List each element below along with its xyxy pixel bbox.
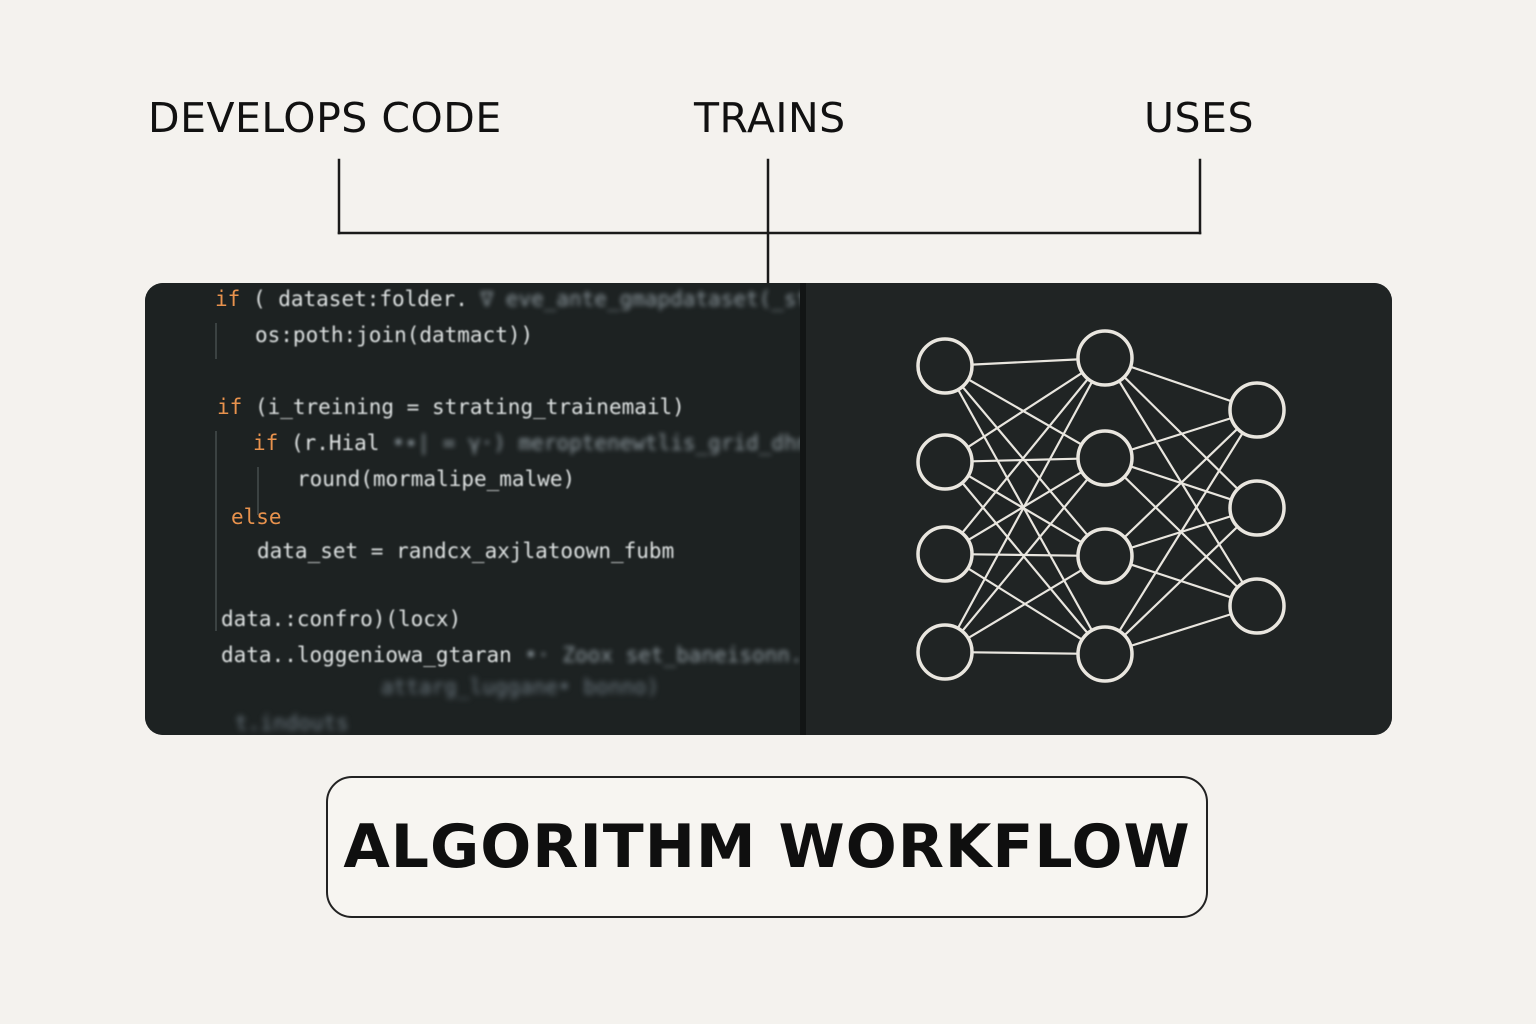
code-text-blurred: ∇ eve_ante_gmapdataset(_stm	[467, 287, 822, 311]
network-node	[916, 623, 974, 681]
network-connection	[1130, 365, 1232, 403]
code-text: data_set = randcx_axjlatoown_fubm	[257, 539, 675, 563]
code-text: data.:confro)(locx)	[221, 607, 462, 631]
code-line: if (r.Hial •∙| = γ·) meroptenewtlis_grid…	[253, 431, 885, 455]
code-text-blurred: t.indouts	[235, 711, 349, 735]
code-line: round(mormalipe_malwe)	[297, 467, 575, 491]
network-node	[1228, 479, 1286, 537]
network-connection	[956, 381, 1094, 629]
title-box: ALGORITHM WORKFLOW	[326, 776, 1208, 918]
code-keyword: if	[217, 395, 255, 419]
code-text: data..loggeniowa_gtaran	[221, 643, 512, 667]
network-connection	[967, 568, 1083, 640]
network-node	[916, 433, 974, 491]
code-keyword: if	[253, 431, 291, 455]
indent-guide	[215, 323, 217, 359]
network-connection	[1123, 525, 1239, 637]
diagram-title: ALGORITHM WORKFLOW	[343, 812, 1191, 882]
code-line: t.indouts	[235, 711, 349, 735]
network-connection	[1123, 427, 1239, 539]
code-editor-pane: if ( dataset:folder. ∇ eve_ante_gmapdata…	[145, 283, 885, 735]
network-node	[1228, 577, 1286, 635]
step-label-develops-code: DEVELOPS CODE	[148, 94, 502, 142]
code-line: data_set = randcx_axjlatoown_fubm	[257, 539, 674, 563]
code-text-blurred: attarg_luggane• bonno)	[381, 675, 660, 699]
network-node	[1076, 429, 1134, 487]
network-node	[1076, 329, 1134, 387]
neural-network-icon	[916, 329, 1286, 683]
network-connection	[961, 478, 1089, 632]
code-line: os:poth:join(datmact))	[255, 323, 533, 347]
neural-network-pane	[806, 283, 1392, 735]
network-connection	[1130, 613, 1232, 647]
network-node	[916, 337, 974, 395]
indent-guide	[257, 467, 259, 515]
network-connection	[971, 651, 1079, 655]
code-text: ( dataset:folder.	[252, 287, 468, 311]
network-node	[1076, 527, 1134, 585]
indent-guide	[215, 431, 217, 631]
network-connection	[1130, 417, 1232, 451]
network-connection	[967, 371, 1083, 449]
network-node	[916, 525, 974, 583]
code-line: if (i_treining = strating_trainemail)	[217, 395, 685, 419]
network-node	[1076, 625, 1134, 683]
code-line: data.:confro)(locx)	[221, 607, 461, 631]
step-label-trains: TRAINS	[694, 94, 846, 142]
pane-divider	[800, 283, 806, 735]
code-line: if ( dataset:folder. ∇ eve_ante_gmapdata…	[215, 287, 822, 311]
step-label-uses: USES	[1144, 94, 1254, 142]
code-line: data..loggeniowa_gtaran •· Zoox set_bane…	[221, 643, 866, 667]
code-keyword: else	[231, 505, 282, 529]
network-connection	[961, 378, 1089, 534]
code-line: attarg_luggane• bonno)	[381, 675, 659, 699]
image-panel: if ( dataset:folder. ∇ eve_ante_gmapdata…	[145, 283, 1392, 735]
code-text: (i_treining = strating_trainemail)	[254, 395, 685, 419]
network-connection	[971, 358, 1079, 366]
network-connection	[967, 474, 1083, 544]
code-keyword: if	[215, 287, 253, 311]
network-node	[1228, 381, 1286, 439]
code-text: os:poth:join(datmact))	[255, 323, 534, 347]
code-text: (r.Hial	[290, 431, 380, 455]
code-line: else	[231, 505, 282, 529]
network-connection	[971, 457, 1079, 463]
code-text: round(mormalipe_malwe)	[297, 467, 576, 491]
network-connection	[1118, 432, 1244, 632]
